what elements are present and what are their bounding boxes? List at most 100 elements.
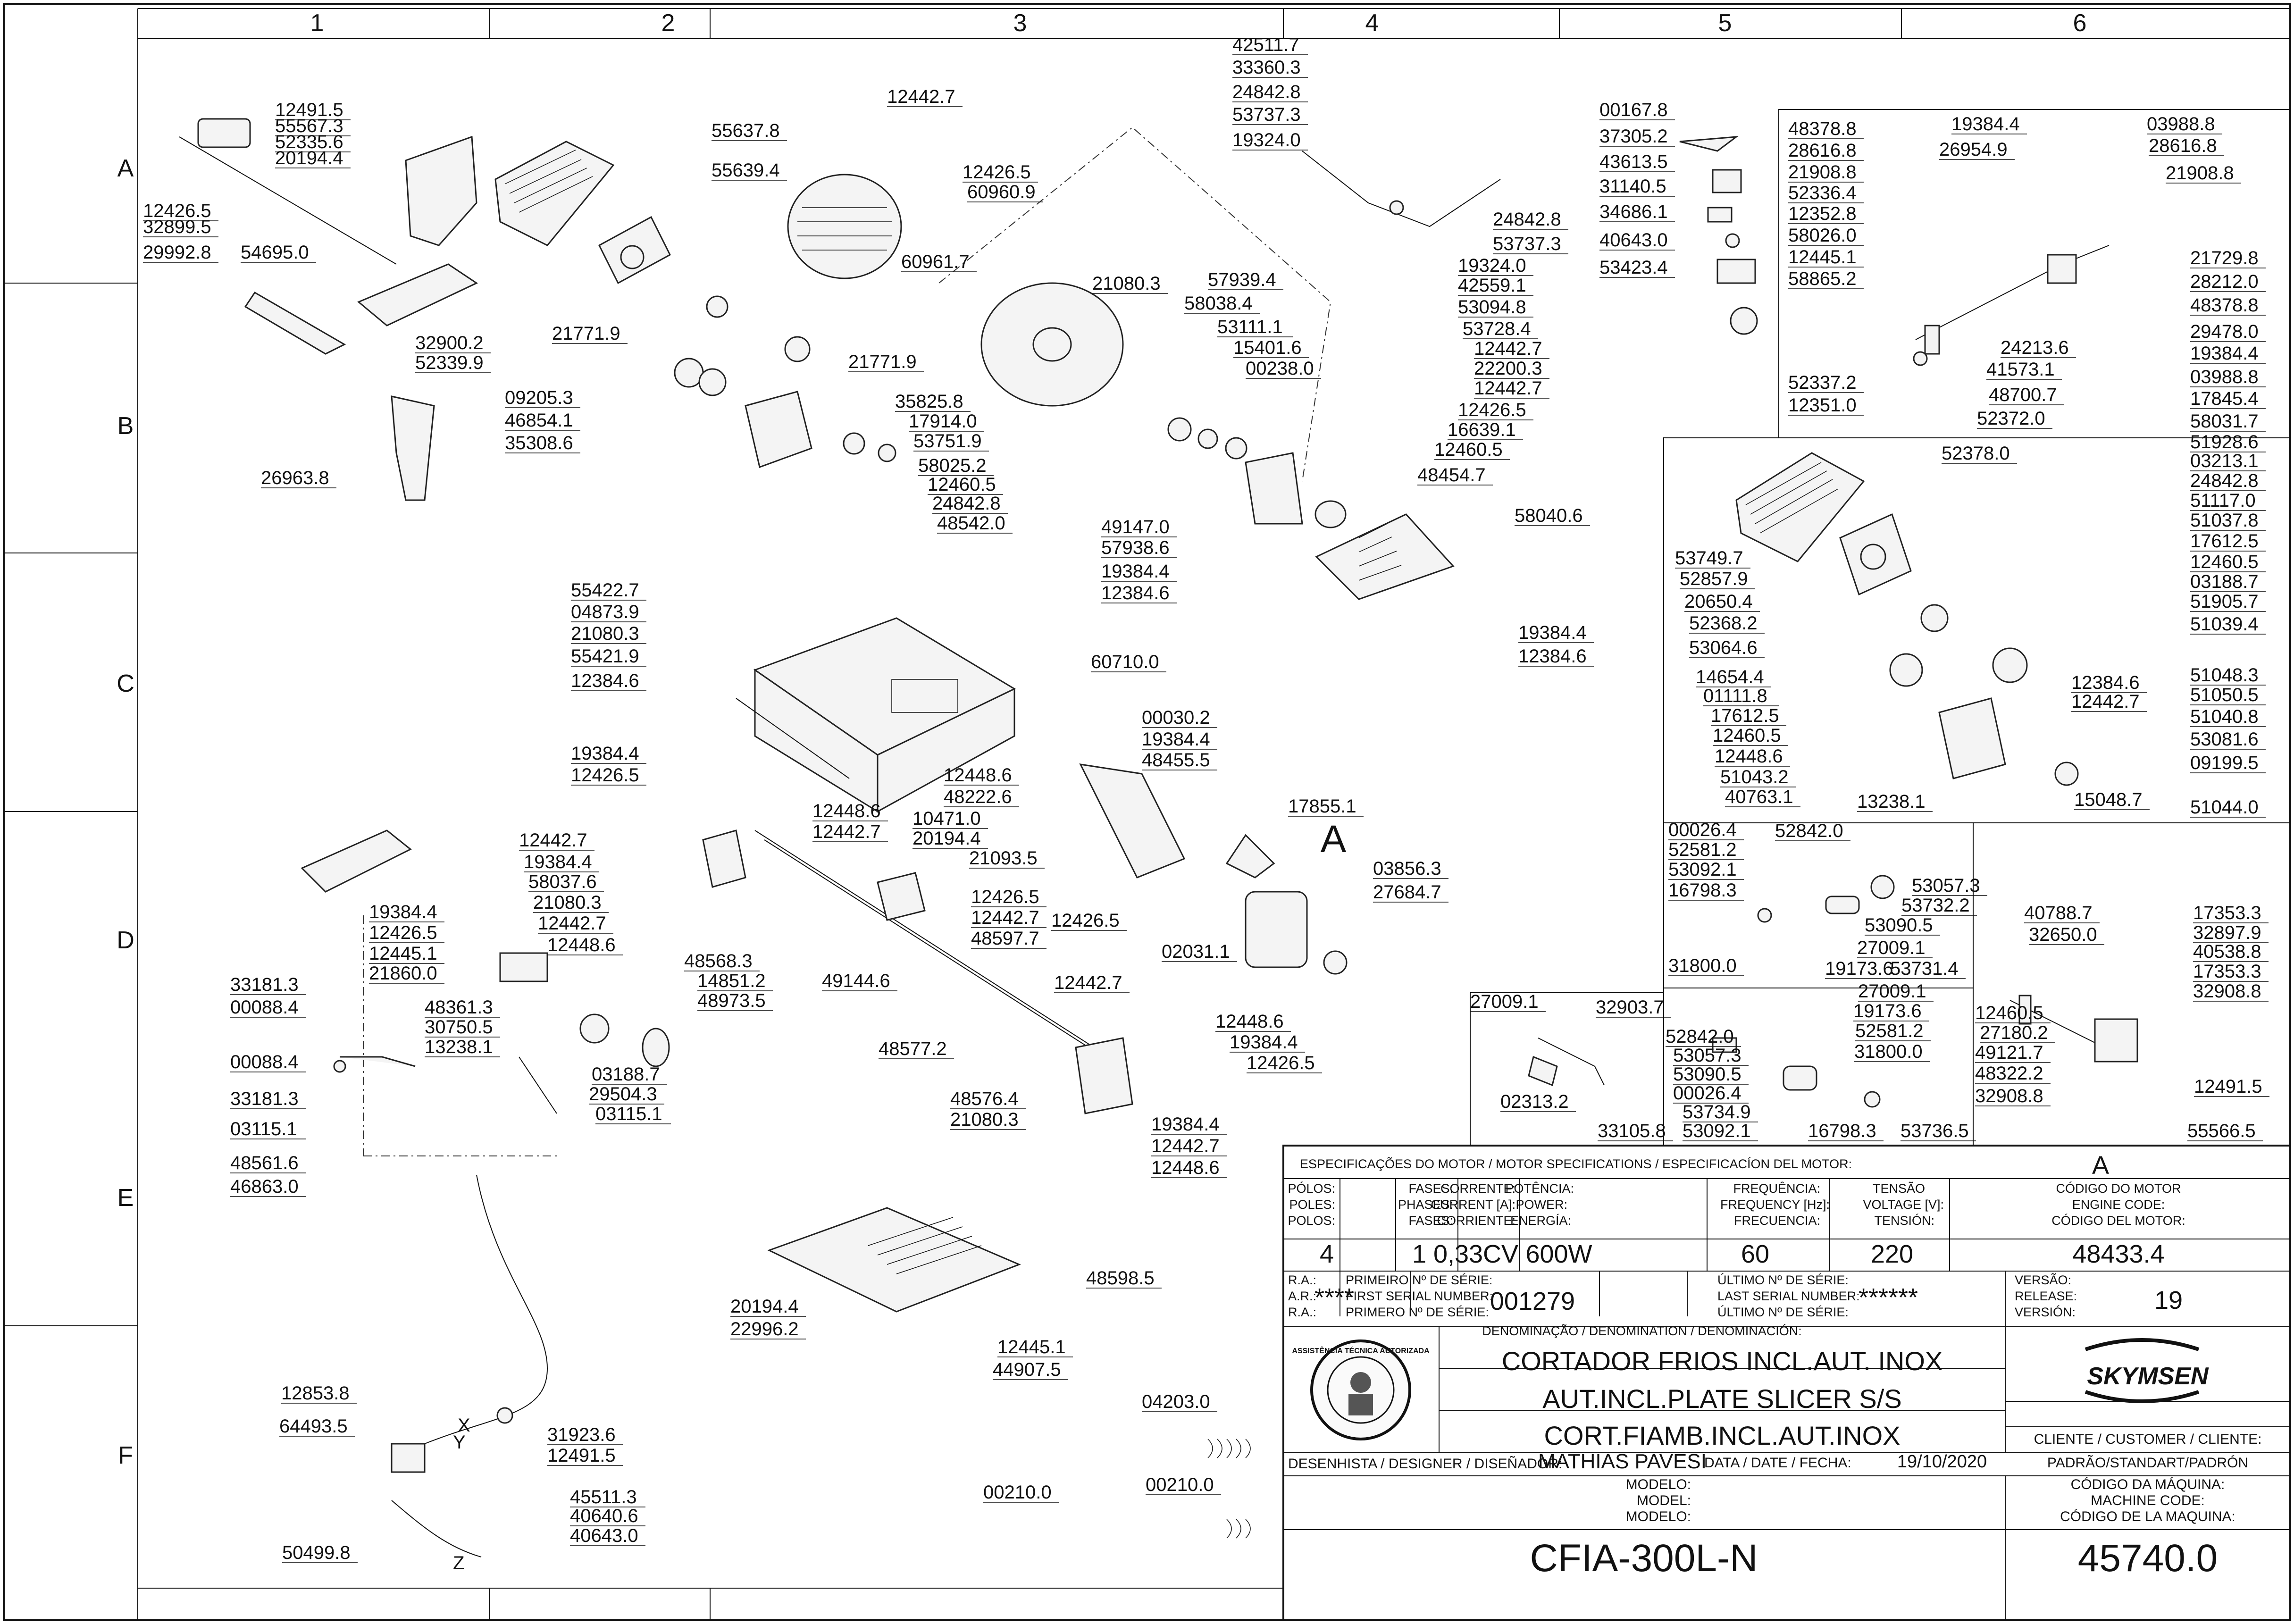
part-callout: 03988.8: [2147, 114, 2215, 134]
part-callout: 53057.3: [1673, 1045, 1741, 1066]
svg-text:VOLTAGE [V]:: VOLTAGE [V]:: [1863, 1197, 1944, 1212]
grid-row-d: D: [117, 927, 134, 954]
part-callout: 53737.3: [1232, 104, 1301, 125]
svg-text:VERSIÓN:: VERSIÓN:: [2015, 1305, 2076, 1319]
part-callout: 03188.7: [592, 1064, 660, 1085]
part-callout: 16798.3: [1668, 880, 1737, 901]
part-callout: 01111.8: [1703, 686, 1767, 706]
part-callout: 12445.1: [1788, 247, 1857, 268]
axis-z-1: Z: [453, 1553, 464, 1574]
part-callout: 31800.0: [1668, 955, 1737, 976]
part-callout: 12442.7: [538, 913, 606, 934]
svg-text:ENERGÍA:: ENERGÍA:: [1510, 1214, 1571, 1228]
part-callout: 12442.7: [1151, 1136, 1220, 1156]
part-callout: 31140.5: [1599, 176, 1666, 197]
part-callout: 48577.2: [879, 1038, 947, 1059]
part-callout: 33105.8: [1598, 1121, 1666, 1141]
svg-text:CURRENT [A]:: CURRENT [A]:: [1431, 1197, 1515, 1212]
part-callout: 12426.5: [963, 162, 1031, 183]
motor-code-value: 48433.4: [2072, 1240, 2164, 1268]
part-callout: 20194.4: [275, 148, 343, 168]
part-callout: 12442.7: [1474, 338, 1542, 359]
part-callout: 40538.8: [2193, 941, 2261, 962]
part-callout: 21771.9: [848, 352, 917, 372]
part-callout: 17855.1: [1288, 796, 1356, 817]
part-callout: 12460.5: [1713, 725, 1781, 746]
part-callout: 33181.3: [230, 974, 299, 995]
part-callout: 21080.3: [533, 892, 602, 913]
part-callout: 53749.7: [1675, 548, 1743, 569]
part-callout: 52842.0: [1666, 1026, 1734, 1047]
part-callout: 48222.6: [944, 787, 1012, 807]
part-callout: 58026.0: [1788, 225, 1857, 246]
part-callout: 12384.6: [1518, 646, 1587, 667]
model-value: CFIA-300L-N: [1530, 1537, 1758, 1580]
part-callout: 53090.5: [1673, 1064, 1741, 1085]
part-callout: 29992.8: [143, 242, 211, 263]
svg-text:FRECUENCIA:: FRECUENCIA:: [1734, 1214, 1820, 1228]
part-callout: 52368.2: [1689, 613, 1758, 634]
svg-text:FREQUENCY [Hz]:: FREQUENCY [Hz]:: [1720, 1197, 1830, 1212]
part-callout: 40643.0: [1599, 230, 1668, 251]
part-callout: 52581.2: [1668, 839, 1737, 860]
part-callout: 03115.1: [595, 1104, 662, 1124]
part-callout: 19384.4: [1101, 561, 1170, 582]
part-callout: 32650.0: [2029, 924, 2097, 945]
part-callout: 17353.3: [2193, 903, 2261, 923]
part-callout: 58040.6: [1515, 505, 1583, 526]
part-callout: 19384.4: [571, 743, 639, 764]
part-callout: 27684.7: [1373, 882, 1441, 903]
part-callout: 30750.5: [425, 1017, 493, 1038]
part-callout: 33181.3: [230, 1088, 299, 1109]
svg-text:CORRIENTE:: CORRIENTE:: [1437, 1214, 1515, 1228]
svg-text:PHASES:: PHASES:: [1398, 1197, 1453, 1212]
svg-text:TENSIÓN:: TENSIÓN:: [1874, 1213, 1934, 1228]
part-callout: 12351.0: [1788, 395, 1857, 416]
part-callout: 53057.3: [1912, 875, 1980, 896]
part-callout: 48454.7: [1417, 465, 1486, 486]
part-callout: 12426.5: [1247, 1053, 1315, 1073]
svg-text:PRIMEIRO Nº DE SÉRIE:: PRIMEIRO Nº DE SÉRIE:: [1346, 1273, 1492, 1287]
part-callout: 52857.9: [1680, 569, 1748, 589]
callout-labels: 12491.555567.352335.620194.412426.532899…: [143, 34, 2269, 1563]
part-callout: 51039.4: [2190, 614, 2259, 635]
part-callout: 03988.8: [2190, 367, 2259, 387]
part-callout: 19324.0: [1458, 255, 1526, 276]
part-callout: 12445.1: [997, 1337, 1066, 1357]
part-callout: 55421.9: [571, 646, 639, 667]
part-callout: 52335.6: [275, 132, 343, 152]
part-callout: 60961.7: [901, 251, 970, 272]
part-callout: 09199.5: [2190, 753, 2259, 773]
part-callout: 48597.7: [971, 928, 1039, 949]
svg-text:MODELO:: MODELO:: [1626, 1477, 1691, 1492]
part-callout: 17612.5: [2190, 531, 2259, 552]
part-callout: 32900.2: [415, 333, 484, 353]
svg-text:A.R.:: A.R.:: [1288, 1289, 1316, 1303]
part-illustrations: [179, 118, 2138, 1557]
frequency-value: 60: [1741, 1240, 1769, 1268]
part-callout: 49147.0: [1101, 517, 1170, 537]
part-callout: 29504.3: [589, 1084, 657, 1105]
part-callout: 31923.6: [547, 1424, 616, 1445]
part-callout: 48542.0: [937, 513, 1005, 534]
grid-col-4: 4: [1365, 9, 1379, 37]
spec-header: ESPECIFICAÇÕES DO MOTOR / MOTOR SPECIFIC…: [1300, 1156, 1852, 1171]
part-callout: 12491.5: [2194, 1076, 2262, 1097]
part-callout: 12426.5: [369, 922, 437, 943]
svg-text:FIRST SERIAL NUMBER:: FIRST SERIAL NUMBER:: [1346, 1289, 1493, 1303]
svg-text:PRIMERO Nº DE SÉRIE:: PRIMERO Nº DE SÉRIE:: [1346, 1305, 1489, 1319]
part-callout: 12384.6: [1101, 583, 1170, 603]
part-callout: 57939.4: [1208, 269, 1276, 290]
phases-value: 1: [1412, 1240, 1426, 1268]
svg-text:MODELO:: MODELO:: [1626, 1509, 1691, 1524]
part-callout: 60710.0: [1091, 652, 1159, 672]
part-callout: 26954.9: [1939, 139, 2008, 160]
part-callout: 21080.3: [571, 623, 639, 644]
part-callout: 55422.7: [571, 580, 639, 601]
part-callout: 20194.4: [913, 828, 981, 849]
part-callout: 51928.6: [2190, 432, 2259, 452]
part-callout: 44907.5: [993, 1359, 1061, 1380]
part-callout: 35308.6: [505, 433, 573, 453]
part-callout: 48568.3: [684, 951, 753, 971]
part-callout: 52339.9: [415, 352, 484, 373]
